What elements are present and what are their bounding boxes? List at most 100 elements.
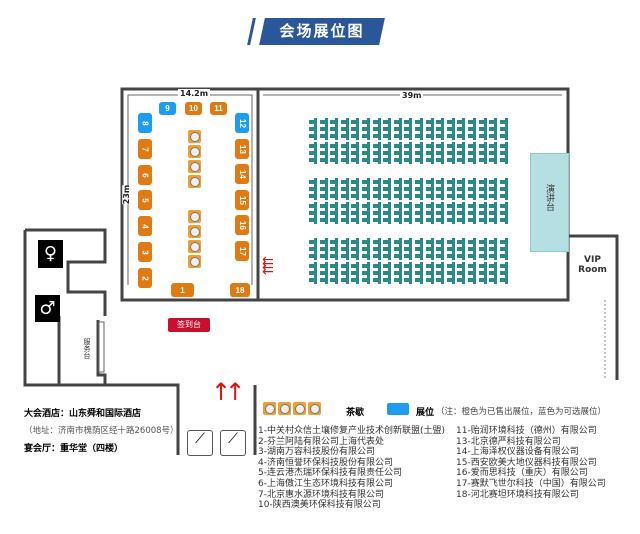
seat-desk-icon	[446, 178, 455, 200]
seat-desk-icon	[468, 142, 476, 164]
booth-9[interactable]: 9	[159, 102, 176, 115]
booth-6[interactable]: 6	[138, 165, 152, 185]
booth-number: 18	[235, 285, 245, 295]
fruit-icon	[188, 175, 201, 188]
seat-desk-icon	[468, 238, 476, 260]
seat-desk-icon	[457, 142, 466, 164]
exhibitor-item: 5-连云港杰瑞环保科技有限责任公司	[258, 468, 402, 479]
seat-desk-icon	[330, 142, 339, 164]
seat-desk-icon	[319, 118, 328, 140]
booth-4[interactable]: 4	[138, 216, 152, 236]
stage: 演讲台	[530, 153, 569, 252]
booth-10[interactable]: 10	[185, 102, 202, 115]
page-title: 会场展位图	[279, 22, 365, 40]
exhibitor-item: 6-上海傲江生态环境科技有限公司	[258, 478, 393, 489]
exhibitor-item: 18-河北赛坦环境科技有限公司	[456, 489, 579, 500]
exhibitor-item: 10-陕西澳美环保科技有限公司	[258, 500, 381, 511]
seat-desk-icon	[330, 262, 339, 284]
snack-icon	[188, 145, 201, 158]
coffee-icon	[293, 402, 306, 415]
seat-desk-icon	[351, 178, 360, 200]
seat-desk-icon	[436, 142, 445, 164]
banquet-hall: 宴会厅：重华堂（四楼）	[24, 444, 124, 454]
seat-desk-icon	[468, 262, 476, 284]
booth-5[interactable]: 5	[138, 190, 152, 210]
male-restroom-icon: ♂	[35, 295, 60, 322]
seat-desk-icon	[319, 238, 328, 260]
tea-legend-label: 茶歇	[346, 408, 365, 418]
booth-15[interactable]: 15	[235, 190, 249, 210]
cup-icon	[188, 210, 201, 223]
booth-13[interactable]: 13	[235, 139, 249, 159]
seat-desk-icon	[372, 118, 381, 140]
seat-desk-icon	[436, 178, 445, 200]
booth-1[interactable]: 1	[171, 283, 194, 297]
seat-desk-icon	[499, 142, 508, 164]
seat-desk-icon	[340, 262, 349, 284]
booth-number: 9	[165, 104, 170, 113]
seat-desk-icon	[362, 118, 370, 140]
seat-desk-icon	[362, 178, 370, 200]
seat-desk-icon	[372, 202, 381, 224]
seat-desk-icon	[404, 262, 413, 284]
exhibitor-item: 13-北京德严科技有限公司	[456, 436, 561, 447]
cup-icon	[263, 402, 276, 415]
seat-desk-icon	[372, 238, 381, 260]
seat-desk-icon	[425, 238, 434, 260]
seat-desk-icon	[404, 202, 413, 224]
seat-desk-icon	[383, 238, 392, 260]
booth-number: 13	[237, 144, 247, 154]
seat-desk-icon	[415, 262, 423, 284]
seat-desk-icon	[372, 178, 381, 200]
booth-14[interactable]: 14	[235, 164, 249, 184]
seat-desk-icon	[340, 142, 349, 164]
booth-16[interactable]: 16	[235, 215, 249, 235]
booth-11[interactable]: 11	[210, 102, 227, 115]
seat-desk-icon	[383, 202, 392, 224]
hotel-address: （地址：济南市槐荫区经十路26008号）	[24, 426, 179, 436]
seat-desk-icon	[383, 118, 392, 140]
booth-2[interactable]: 2	[138, 268, 152, 288]
up-arrows-icon: ↑↑	[211, 378, 245, 406]
seat-desk-icon	[351, 238, 360, 260]
seat-desk-icon	[478, 178, 487, 200]
booth-18[interactable]: 18	[230, 283, 250, 297]
seat-desk-icon	[351, 118, 360, 140]
seat-desk-icon	[340, 118, 349, 140]
signin-desk: 签到台	[168, 318, 210, 332]
seat-desk-icon	[319, 202, 328, 224]
service-desk-label: 服务台	[83, 338, 91, 359]
stage-label: 演讲台	[544, 184, 554, 211]
width-label: 14.2m	[178, 89, 211, 98]
exhibitor-item: 16-爱而思科技（重庆）有限公司	[456, 468, 588, 479]
seat-desk-icon	[362, 238, 370, 260]
seat-desk-icon	[340, 238, 349, 260]
exhibitor-item: 14-上海泽权仪器设备有限公司	[456, 447, 579, 458]
hotel-name: 大会酒店：山东舜和国际酒店	[24, 409, 142, 419]
seat-desk-icon	[499, 202, 508, 224]
seat-desk-icon	[362, 142, 370, 164]
seat-desk-icon	[489, 262, 498, 284]
seat-desk-icon	[446, 118, 455, 140]
seat-desk-icon	[393, 118, 402, 140]
booth-7[interactable]: 7	[138, 139, 152, 159]
seat-desk-icon	[425, 178, 434, 200]
seat-desk-icon	[499, 262, 508, 284]
seat-desk-icon	[309, 178, 317, 200]
seat-desk-icon	[489, 238, 498, 260]
booth-8[interactable]: 8	[138, 113, 152, 133]
seat-desk-icon	[468, 202, 476, 224]
exhibitor-item: 4-济南恒誉环保科技股份有限公司	[258, 457, 393, 468]
seat-desk-icon	[457, 238, 466, 260]
seat-desk-icon	[330, 178, 339, 200]
exhibitor-item: 17-赛默飞世尔科技（中国）有限公司	[456, 478, 606, 489]
booth-number: 14	[237, 169, 247, 179]
booth-17[interactable]: 17	[235, 241, 249, 261]
booth-3[interactable]: 3	[138, 242, 152, 262]
seat-desk-icon	[425, 118, 434, 140]
seat-desk-icon	[468, 178, 476, 200]
seat-desk-icon	[404, 142, 413, 164]
seat-desk-icon	[330, 118, 339, 140]
seat-desk-icon	[415, 142, 423, 164]
booth-12[interactable]: 12	[235, 113, 249, 133]
